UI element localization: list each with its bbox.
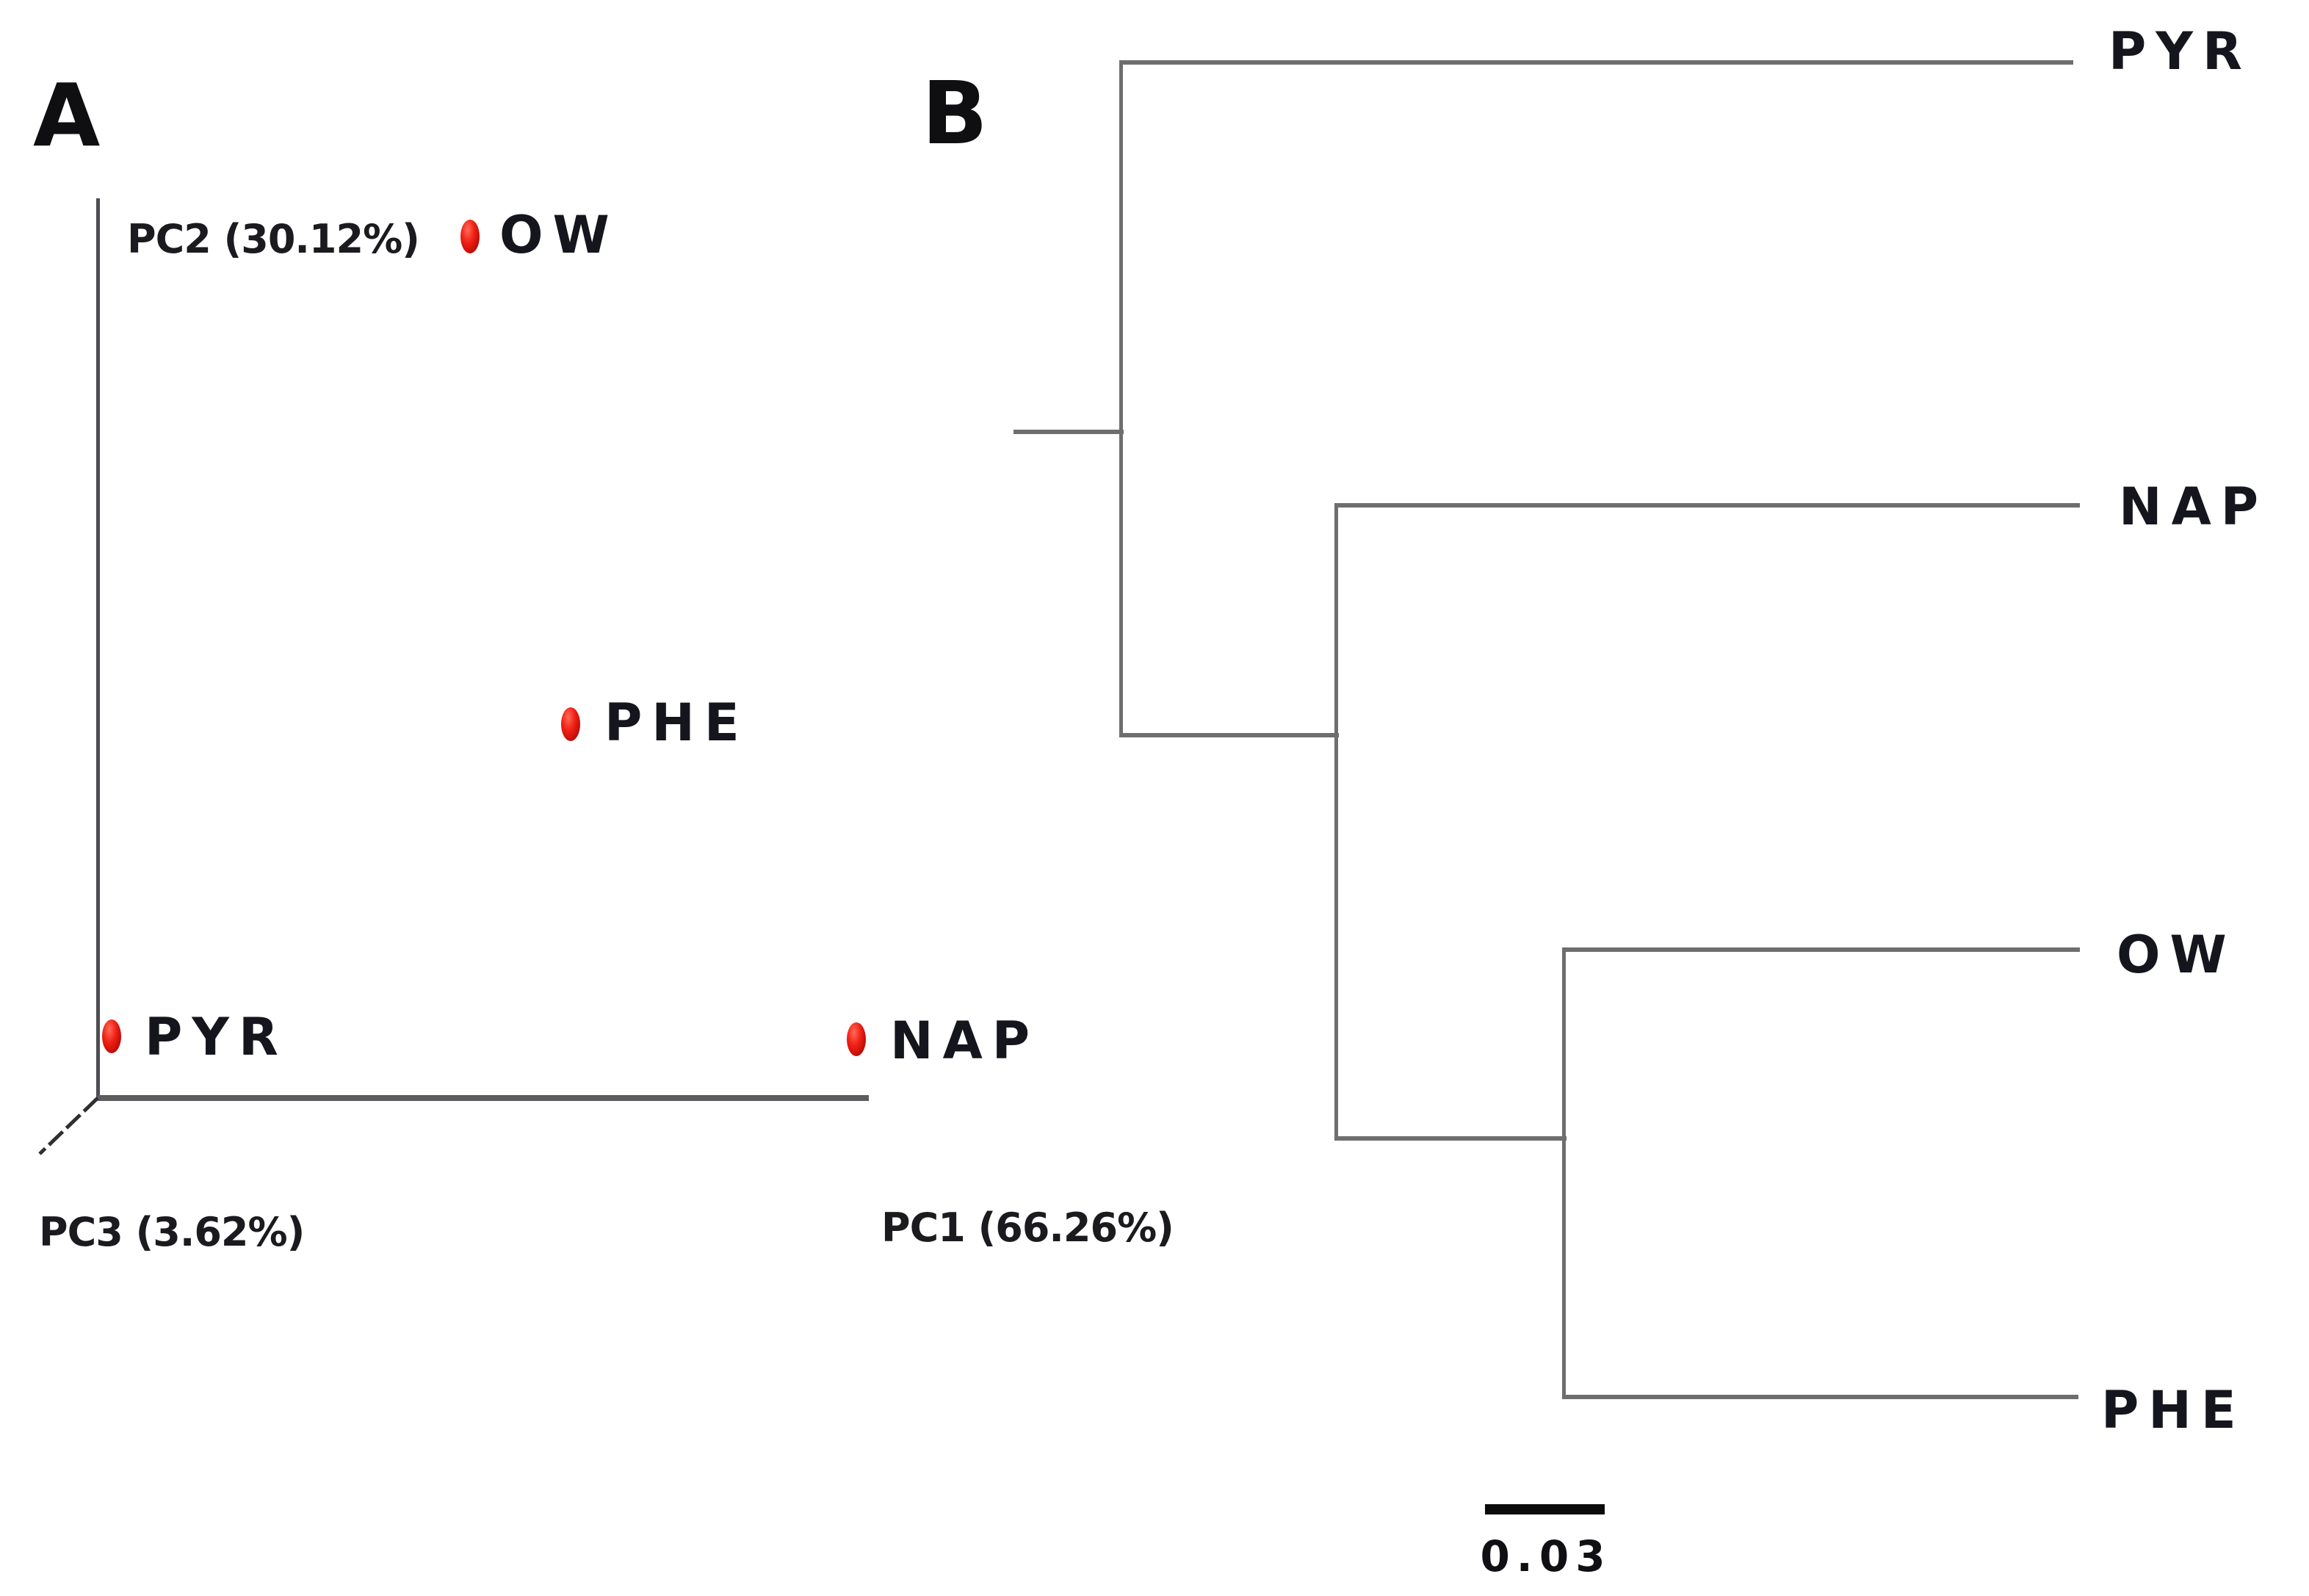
- node2-vertical: [1334, 503, 1338, 1141]
- pc3-axis-label: PC3 (3.62%): [39, 1209, 305, 1255]
- leaf-label-pyr: PYR: [2109, 21, 2252, 82]
- ow-branch: [1562, 947, 2080, 952]
- panel-a-letter: A: [33, 65, 102, 166]
- scale-bar: [1485, 1504, 1605, 1514]
- node3-vertical: [1562, 947, 1566, 1399]
- pca-marker-nap: [847, 1022, 866, 1056]
- root-stub: [1013, 430, 1124, 434]
- pc1-axis-label: PC1 (66.26%): [881, 1205, 1174, 1251]
- pca-label-pyr: PYR: [145, 1007, 288, 1067]
- pca-marker-ow: [460, 220, 480, 253]
- leaf-label-ow: OW: [2117, 925, 2236, 985]
- pc1-axis-line: [98, 1095, 869, 1101]
- node2-node3-connector: [1334, 1136, 1567, 1141]
- root-vertical: [1119, 60, 1123, 737]
- pca-label-phe: PHE: [604, 693, 749, 753]
- scale-bar-label: 0.03: [1480, 1531, 1612, 1581]
- pca-marker-pyr: [102, 1019, 121, 1053]
- panel-b-letter: B: [922, 62, 989, 164]
- pc2-axis-line: [96, 198, 100, 1098]
- pca-label-nap: NAP: [890, 1011, 1040, 1071]
- leaf-label-phe: PHE: [2101, 1380, 2246, 1440]
- root-node2-connector: [1119, 733, 1339, 737]
- pyr-branch: [1119, 60, 2073, 65]
- pc2-axis-label: PC2 (30.12%): [127, 216, 420, 262]
- leaf-label-nap: NAP: [2119, 477, 2269, 537]
- nap-branch: [1334, 503, 2080, 508]
- pca-label-ow: OW: [499, 205, 619, 265]
- pca-marker-phe: [561, 707, 580, 741]
- phe-branch: [1562, 1395, 2078, 1399]
